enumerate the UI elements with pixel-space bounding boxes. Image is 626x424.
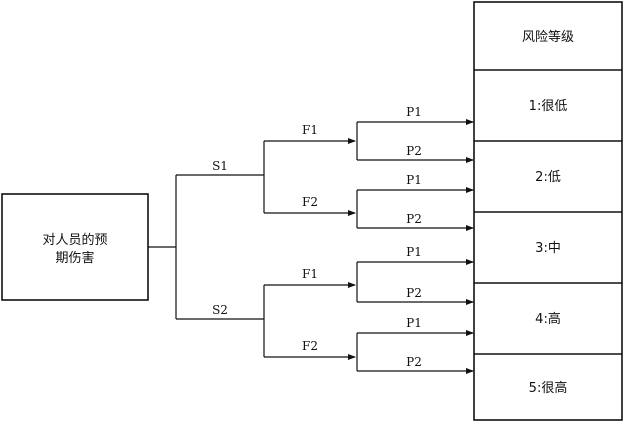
severity-s2-label: S2 xyxy=(212,303,228,317)
severity-branches xyxy=(148,174,264,320)
possibility-p1-label-2: P1 xyxy=(406,173,422,187)
possibility-p1-label-4: P1 xyxy=(406,316,422,330)
frequency-f1-label-b: F1 xyxy=(302,267,318,281)
possibility-p1-label-1: P1 xyxy=(406,105,422,119)
harm-source-line1: 对人员的预 xyxy=(42,232,107,248)
risk-table-header: 风险等级 xyxy=(522,29,574,45)
harm-source-line2: 期伤害 xyxy=(55,250,94,266)
risk-level-3: 3:中 xyxy=(535,241,561,256)
possibility-p1-label-3: P1 xyxy=(406,245,422,259)
possibility-p2-label-3: P2 xyxy=(406,286,422,300)
risk-level-5: 5:很高 xyxy=(529,380,568,396)
possibility-p2-label-4: P2 xyxy=(406,355,422,369)
frequency-branches-s2 xyxy=(263,282,356,360)
harm-source-box xyxy=(1,193,149,301)
risk-level-4: 4:高 xyxy=(535,311,561,327)
risk-level-2: 2:低 xyxy=(535,170,561,185)
risk-level-1: 1:很低 xyxy=(529,99,568,114)
risk-level-table xyxy=(473,1,623,421)
frequency-branches-s1 xyxy=(263,138,356,216)
possibility-p2-label-2: P2 xyxy=(406,212,422,226)
frequency-f2-label-b: F2 xyxy=(302,339,318,353)
severity-s1-label: S1 xyxy=(212,159,228,173)
frequency-f2-label-a: F2 xyxy=(302,195,318,209)
possibility-p2-label-1: P2 xyxy=(406,144,422,158)
possibility-branches xyxy=(356,119,474,374)
frequency-f1-label-a: F1 xyxy=(302,123,318,137)
